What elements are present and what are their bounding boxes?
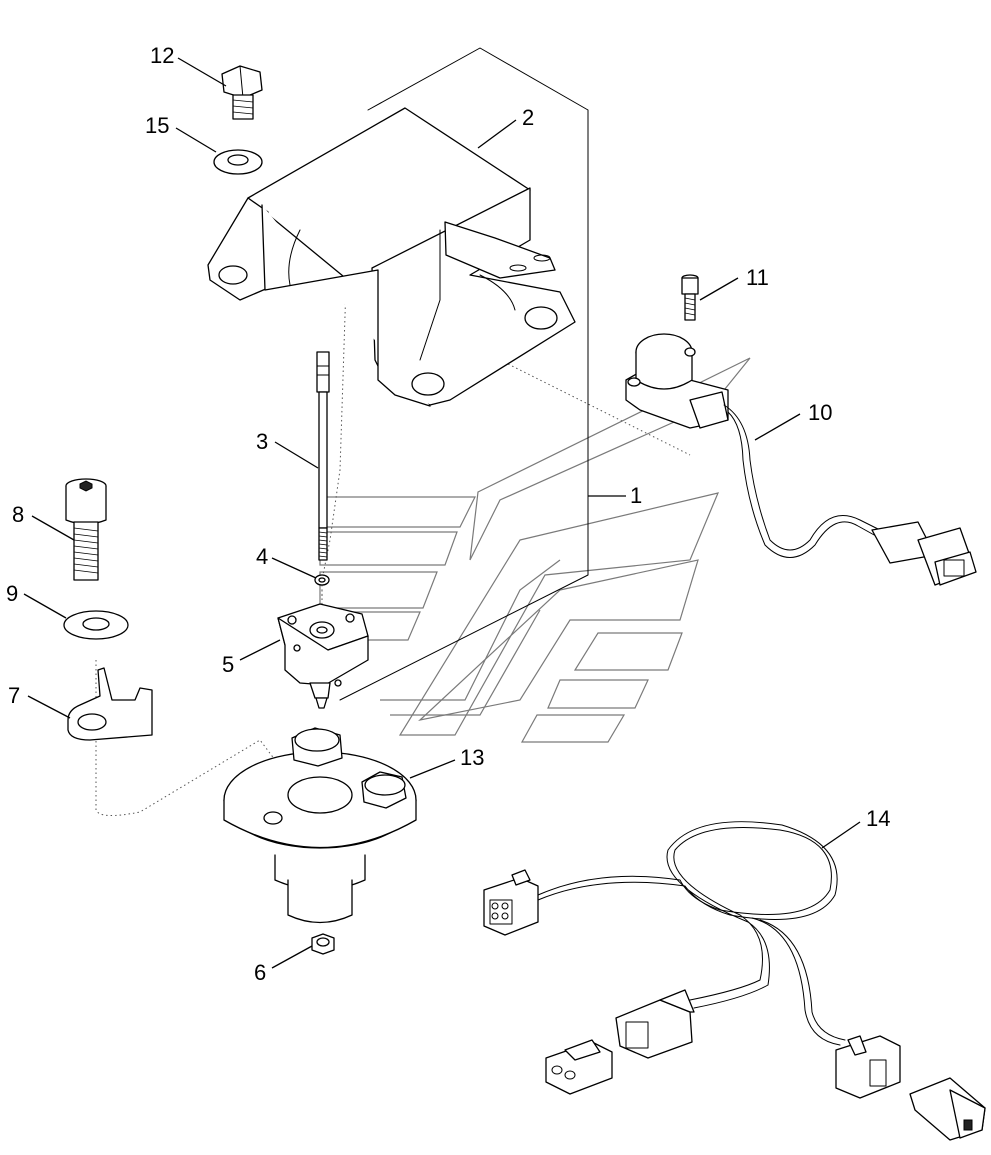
mounting-bracket: [207, 107, 576, 407]
callout-labels: 12 15 2 11 10 3 1 8 4 9 5 7 13 14 6: [6, 43, 890, 985]
callout-1: 1: [630, 483, 642, 508]
clip-bracket: [67, 667, 153, 741]
flat-washer: [63, 610, 129, 640]
callout-10: 10: [808, 400, 832, 425]
small-cap-screw: [681, 274, 699, 321]
callout-11: 11: [746, 265, 769, 290]
callout-15: 15: [145, 113, 169, 138]
callout-12: 12: [150, 43, 174, 68]
cap-screw: [65, 478, 107, 581]
assembly-bracket-outline: [339, 47, 589, 701]
callout-5: 5: [222, 652, 234, 677]
callout-9: 9: [6, 581, 18, 606]
bolt-washer: [213, 149, 263, 175]
position-sensor-cable: [625, 333, 977, 586]
callout-8: 8: [12, 502, 24, 527]
small-washer: [314, 574, 330, 586]
callout-7: 7: [8, 683, 20, 708]
sensor-body: [277, 603, 369, 709]
watermark-logo: [319, 357, 751, 743]
leader-lines: [23, 57, 861, 969]
callout-6: 6: [254, 960, 266, 985]
hex-nut: [311, 933, 335, 955]
threaded-rod: [316, 351, 330, 561]
base-flange: [223, 727, 417, 924]
hex-bolt: [221, 65, 263, 120]
callout-14: 14: [866, 806, 890, 831]
callout-4: 4: [256, 544, 268, 569]
callout-2: 2: [522, 105, 534, 130]
callout-13: 13: [460, 745, 484, 770]
callout-3: 3: [256, 429, 268, 454]
wiring-harness: [483, 821, 986, 1141]
assembly-guide-lines: [95, 284, 691, 816]
